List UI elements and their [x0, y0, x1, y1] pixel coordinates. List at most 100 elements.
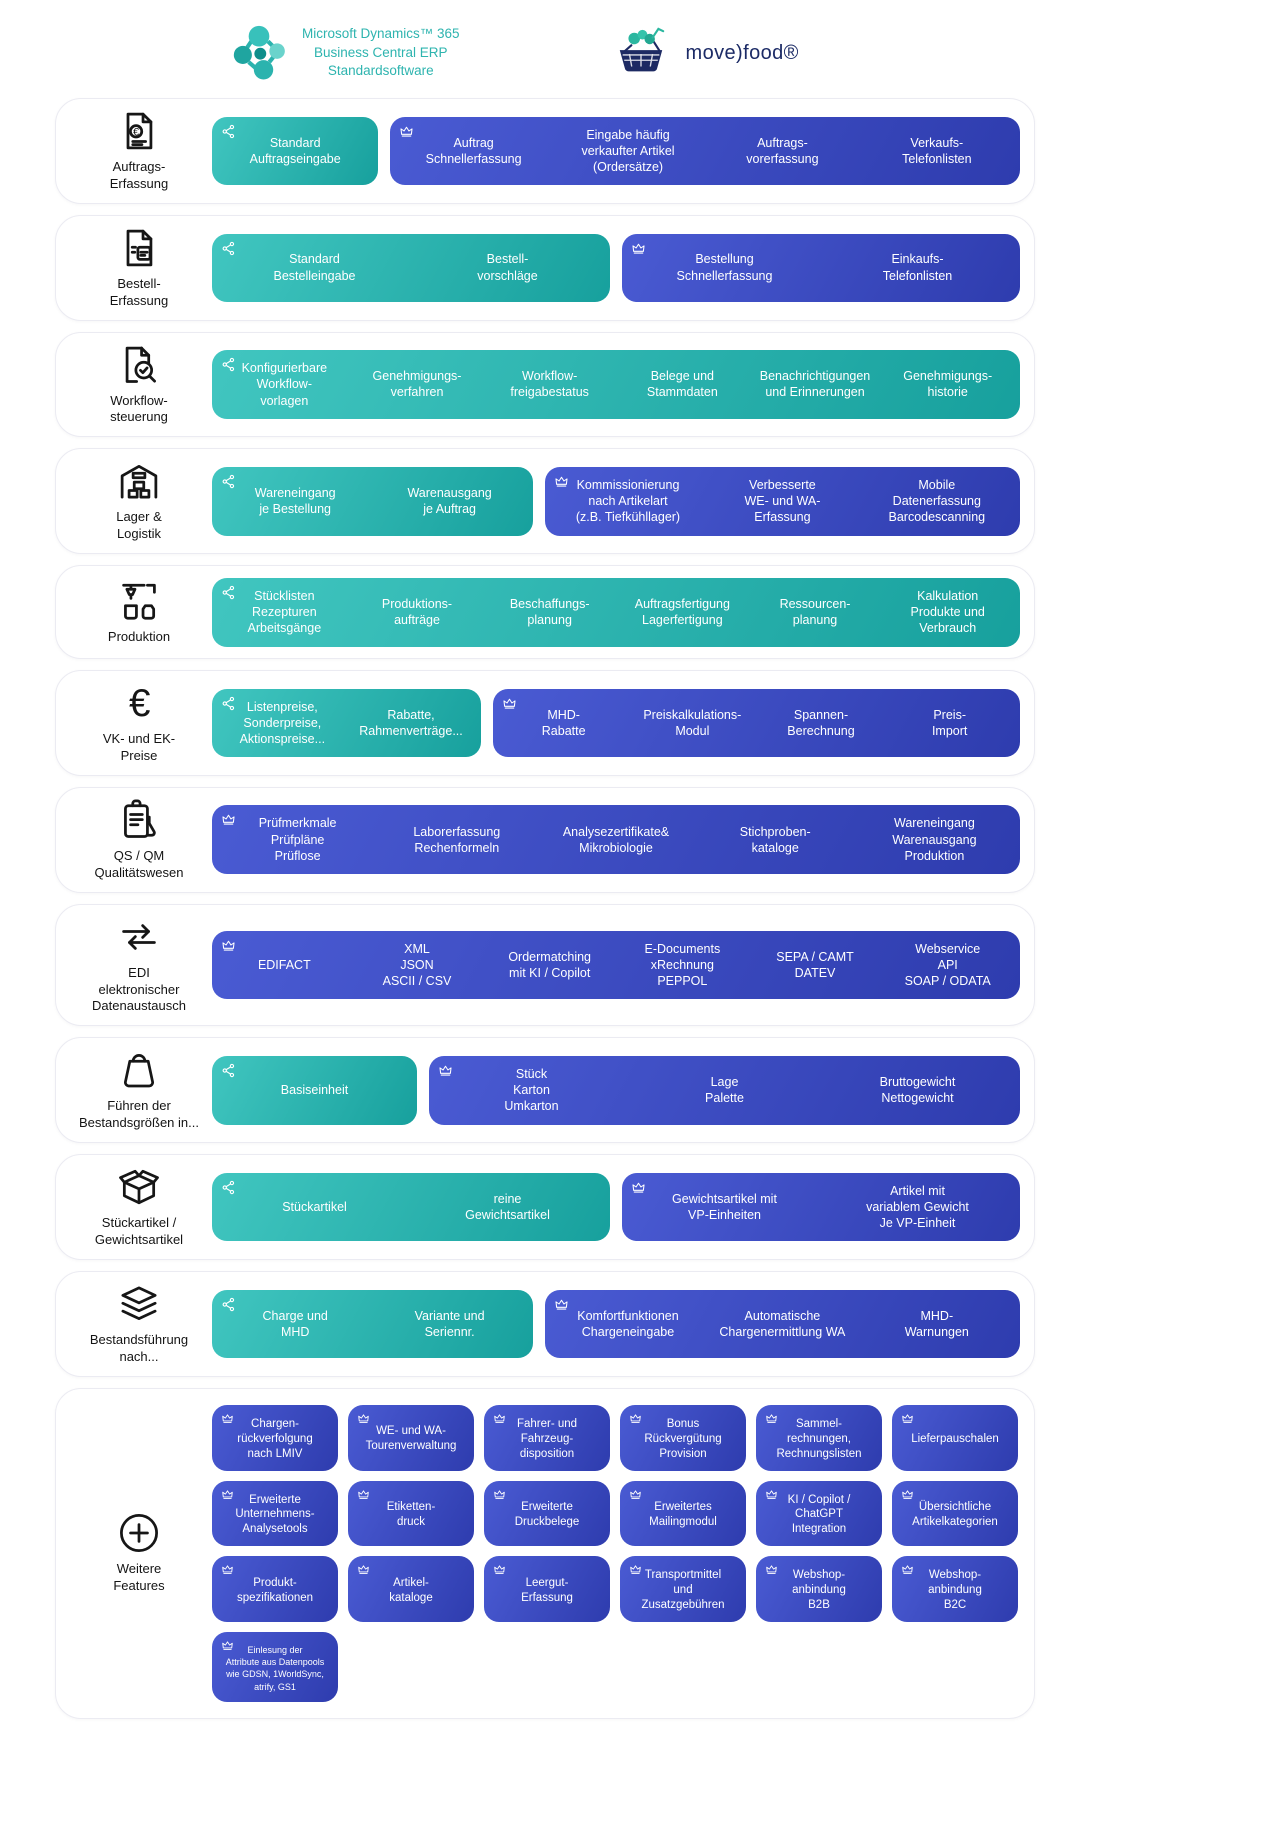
feature-item: Prüfmerkmale Prüfpläne Prüflose: [258, 816, 337, 863]
row-bestell-erfassung: Bestell- Erfassung Standard Bestelleingab…: [55, 214, 1035, 321]
feature-item: Stichproben- kataloge: [739, 824, 811, 855]
production-machine-icon: [117, 579, 161, 623]
feature-item: Einlesung der Attribute aus Datenpools w…: [225, 1645, 325, 1692]
movefood-feature-group: Webshop- anbindung B2C: [892, 1556, 1018, 1623]
feature-item: Verbesserte WE- und WA- Erfassung: [744, 477, 821, 525]
feature-item: Stückartikel: [282, 1199, 347, 1214]
feature-item: Automatische Chargenermittlung WA: [719, 1308, 846, 1339]
crown-icon: [221, 1563, 234, 1576]
share-icon: [221, 1180, 236, 1195]
movefood-feature-group: Lieferpauschalen: [892, 1404, 1018, 1471]
feature-groups: Wareneingang je Bestellung Warenausgang j…: [212, 466, 1020, 536]
category-label: QS / QM Qualitätswesen: [94, 847, 184, 880]
feature-item: Erweiterte Unternehmens- Analysetools: [235, 1493, 315, 1536]
feature-item: Fahrer- und Fahrzeug- disposition: [516, 1417, 578, 1460]
feature-item: WE- und WA- Tourenverwaltung: [365, 1425, 457, 1453]
dynamics-title: Microsoft Dynamics™ 365 Business Central…: [302, 25, 460, 82]
crown-icon: [765, 1563, 778, 1576]
feature-item: Ressourcen- planung: [779, 596, 851, 628]
feature-item: Rabatte, Rahmenverträge...: [359, 707, 463, 739]
plus-circle-icon: [117, 1511, 161, 1555]
feature-groups: Chargen- rückverfolgung nach LMIV WE- und…: [212, 1404, 1020, 1702]
feature-item: Warenausgang je Auftrag: [407, 485, 492, 517]
movefood-feature-group: Bonus Rückvergütung Provision: [620, 1404, 746, 1471]
movefood-logo-block: move)food®: [610, 25, 799, 81]
row-stueck-gewichtsartikel: Stückartikel / Gewichtsartikel Stückartik…: [55, 1154, 1035, 1260]
feature-item: XML JSON ASCII / CSV: [382, 941, 452, 989]
share-icon: [221, 1297, 236, 1312]
movefood-feature-group: Übersichtliche Artikelkategorien: [892, 1480, 1018, 1547]
movefood-feature-group: Erweitertes Mailingmodul: [620, 1480, 746, 1547]
data-exchange-icon: [117, 915, 161, 959]
feature-groups: Listenpreise, Sonderpreise, Aktionspreis…: [212, 688, 1020, 758]
standard-feature-group: Listenpreise, Sonderpreise, Aktionspreis…: [212, 688, 482, 758]
warehouse-icon: [117, 459, 161, 503]
category-lager-logistik: Lager & Logistik: [70, 459, 212, 543]
dynamics-title-line-3: Standardsoftware: [327, 63, 434, 79]
crown-icon: [493, 1563, 506, 1576]
crown-icon: [629, 1488, 642, 1501]
standard-feature-group: Basiseinheit: [212, 1055, 417, 1125]
crown-icon: [629, 1563, 642, 1576]
category-label: VK- und EK- Preise: [102, 731, 176, 764]
standard-feature-group: Standard Auftragseingabe: [212, 116, 379, 186]
category-label: Bestell- Erfassung: [109, 275, 169, 308]
category-weitere-features: Weitere Features: [70, 1511, 212, 1595]
feature-item: Listenpreise, Sonderpreise, Aktionspreis…: [239, 699, 326, 747]
feature-item: Standard Bestelleingabe: [273, 252, 356, 283]
movefood-feature-group: Chargen- rückverfolgung nach LMIV: [212, 1404, 338, 1471]
category-bestandsgroessen: Führen der Bestandsgrößen in...: [70, 1048, 212, 1132]
category-label: Stückartikel / Gewichtsartikel: [94, 1215, 184, 1248]
crown-icon: [493, 1488, 506, 1501]
crown-icon: [554, 474, 569, 489]
row-bestandsgroessen: Führen der Bestandsgrößen in... Basiseinh…: [55, 1037, 1035, 1144]
feature-item: Spannen- Berechnung: [787, 707, 855, 739]
feature-item: Standard Auftragseingabe: [249, 135, 341, 166]
movefood-feature-group: Produkt- spezifikationen: [212, 1556, 338, 1623]
feature-item: reine Gewichtsartikel: [465, 1191, 550, 1223]
share-icon: [221, 474, 236, 489]
feature-item: EDIFACT: [257, 957, 311, 972]
sales-order-document-icon: €: [117, 109, 161, 153]
crown-icon: [438, 1063, 453, 1078]
movefood-feature-group: Transportmittel und Zusatzgebühren: [620, 1556, 746, 1623]
movefood-feature-group: Leergut- Erfassung: [484, 1556, 610, 1623]
share-icon: [221, 585, 236, 600]
category-bestell-erfassung: Bestell- Erfassung: [70, 226, 212, 310]
category-vk-ek-preise: €VK- und EK- Preise: [70, 681, 212, 765]
crown-icon: [357, 1412, 370, 1425]
feature-item: Wareneingang je Bestellung: [254, 485, 336, 517]
feature-item: Stück Karton Umkarton: [504, 1066, 559, 1114]
category-label: Auftrags- Erfassung: [109, 159, 169, 191]
feature-item: Basiseinheit: [280, 1083, 349, 1098]
feature-item: Lieferpauschalen: [911, 1432, 999, 1445]
stacked-layers-icon: [117, 1282, 161, 1326]
crown-icon: [554, 1297, 569, 1312]
feature-groups: Standard Auftragseingabe Auftrag Schnelle…: [212, 116, 1020, 186]
share-icon: [221, 1063, 236, 1078]
movefood-feature-group: Etiketten- druck: [348, 1480, 474, 1547]
crown-icon: [901, 1563, 914, 1576]
share-icon: [221, 241, 236, 256]
share-icon: [221, 124, 236, 139]
share-icon: [221, 357, 236, 372]
quality-clipboard-icon: [117, 798, 161, 842]
feature-item: Produktions- aufträge: [381, 596, 453, 628]
feature-item: Analysezertifikate& Mikrobiologie: [562, 824, 670, 855]
feature-item: Stücklisten Rezepturen Arbeitsgänge: [247, 588, 322, 636]
category-edi: EDI elektronischer Datenaustausch: [70, 915, 212, 1016]
feature-item: Lage Palette: [705, 1075, 744, 1106]
crown-icon: [399, 124, 414, 139]
feature-item: Webshop- anbindung B2B: [792, 1569, 846, 1612]
dynamics-title-line-1: Microsoft Dynamics™ 365: [302, 25, 460, 41]
feature-item: Eingabe häufig verkaufter Artikel (Order…: [581, 127, 675, 175]
